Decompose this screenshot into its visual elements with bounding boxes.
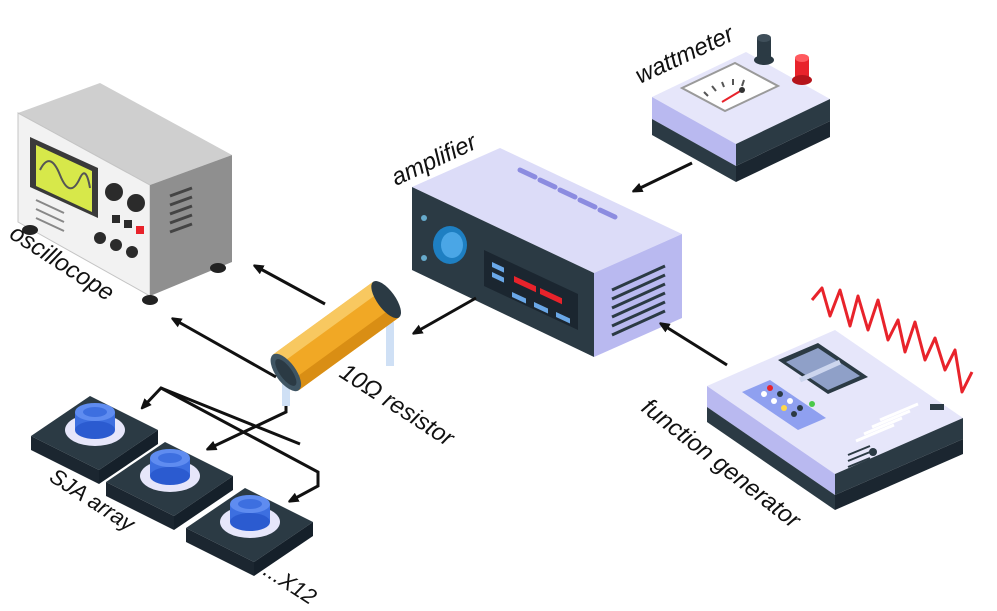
wattmeter-icon [652, 34, 830, 182]
signal-arrows [144, 161, 728, 500]
arrow-resistor-to-oscilloscope-2 [175, 320, 277, 379]
wire-resistor-to-array [210, 406, 288, 448]
arrow-generator-to-amplifier [663, 325, 728, 367]
transducer-icon-2 [106, 442, 233, 530]
arrow-amplifier-to-resistor [416, 296, 477, 332]
resistor-label: 10Ω resistor [335, 358, 460, 452]
arrow-wattmeter-to-amplifier [636, 161, 693, 190]
oscilloscope-icon [17, 83, 232, 305]
wire-array-right [160, 386, 320, 500]
count-label: ...X12 [259, 557, 321, 609]
function-generator-icon [707, 330, 963, 510]
signal-wave [810, 286, 974, 394]
resistor-icon [270, 280, 401, 406]
transducer-icon-3 [186, 488, 313, 576]
transducer-icon-1 [31, 396, 158, 484]
amplifier-icon [412, 148, 682, 357]
arrow-resistor-to-oscilloscope-1 [257, 267, 326, 306]
